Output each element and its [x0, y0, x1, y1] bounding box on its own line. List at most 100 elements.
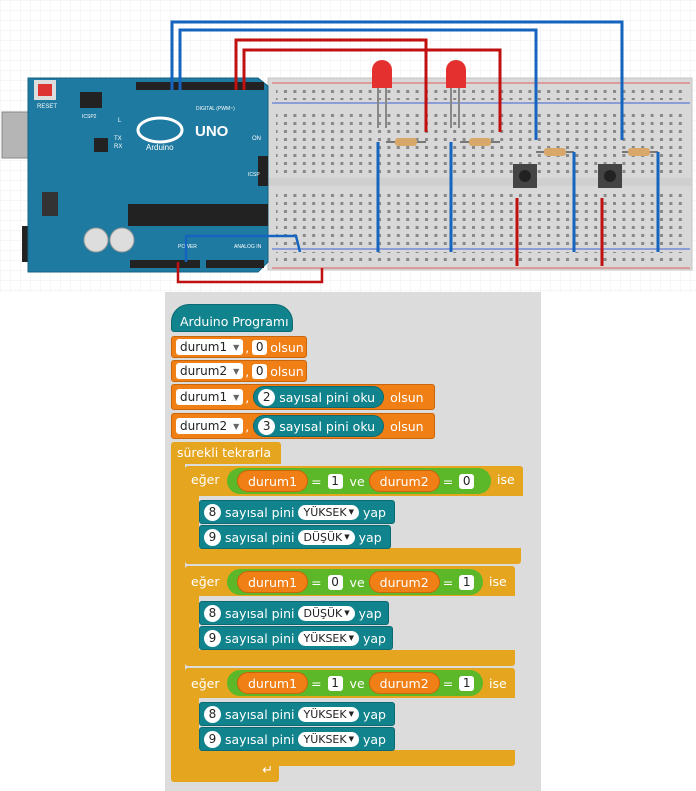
set-variable-block[interactable]: durum1▼ , 2 sayısal pini oku olsun: [171, 384, 435, 410]
variable-reporter[interactable]: durum1: [237, 470, 309, 492]
value-input[interactable]: 0: [252, 363, 268, 379]
model-label: UNO: [195, 123, 229, 140]
pin-input[interactable]: 9: [204, 629, 221, 647]
on-label: ON: [252, 136, 261, 142]
if-block-foot: [185, 750, 515, 766]
set-variable-block[interactable]: durum2▼ , 0 olsun: [171, 360, 307, 382]
breadboard: [267, 77, 693, 271]
if-block-arm: [185, 698, 199, 754]
arduino-logo: [136, 116, 184, 144]
pin-input[interactable]: 8: [204, 705, 221, 723]
rx-label: RX: [114, 144, 122, 150]
value-input[interactable]: 0: [327, 574, 343, 590]
chevron-down-icon: ▼: [344, 609, 350, 617]
value-input[interactable]: 1: [459, 574, 475, 590]
resistor: [460, 138, 500, 146]
digital-write-block[interactable]: 8 sayısal pini YÜKSEK▼ yap: [199, 500, 395, 524]
led-red: [372, 60, 392, 128]
if-label: eğer: [191, 472, 220, 487]
analog-label: ANALOG IN: [234, 244, 262, 250]
forever-loop-label: sürekli tekrarla: [177, 445, 272, 460]
state-dropdown[interactable]: YÜKSEK▼: [298, 504, 359, 520]
tx-label: TX: [114, 136, 122, 142]
pin-input[interactable]: 9: [204, 528, 221, 546]
set-variable-block[interactable]: durum1▼ , 0 olsun: [171, 336, 307, 358]
variable-reporter[interactable]: durum2: [368, 672, 440, 694]
wire-red: [242, 48, 502, 132]
if-label: eğer: [191, 676, 220, 691]
variable-reporter[interactable]: durum1: [237, 571, 309, 593]
variable-reporter[interactable]: durum2: [368, 571, 440, 593]
wire-red: [176, 262, 324, 284]
if-block-arm: [185, 496, 199, 552]
value-input[interactable]: 0: [459, 473, 475, 489]
wire-blue: [178, 28, 538, 140]
variable-dropdown[interactable]: durum1▼: [176, 389, 244, 405]
power-label: POWER: [178, 244, 197, 250]
value-input[interactable]: 0: [252, 339, 268, 355]
forever-loop-block[interactable]: sürekli tekrarla: [171, 442, 281, 464]
resistor: [622, 148, 658, 156]
digital-write-block[interactable]: 8 sayısal pini DÜŞÜK▼ yap: [199, 601, 389, 625]
state-dropdown[interactable]: DÜŞÜK▼: [298, 605, 355, 621]
if-block-foot: [185, 548, 521, 564]
variable-dropdown[interactable]: durum2▼: [176, 363, 244, 379]
set-variable-block[interactable]: durum2▼ , 3 sayısal pini oku olsun: [171, 413, 435, 439]
if-block-foot: [185, 650, 515, 666]
digital-read-block[interactable]: 2 sayısal pini oku: [253, 386, 385, 408]
state-dropdown[interactable]: YÜKSEK▼: [298, 630, 359, 646]
chevron-down-icon: ▼: [344, 533, 350, 541]
block-workspace[interactable]: Arduino Programı durum1▼ , 0 olsun durum…: [165, 292, 541, 791]
program-hat-block[interactable]: Arduino Programı: [171, 304, 293, 332]
variable-dropdown[interactable]: durum2▼: [176, 418, 244, 434]
program-hat-label: Arduino Programı: [180, 313, 289, 329]
then-label: ise: [489, 574, 507, 589]
state-dropdown[interactable]: YÜKSEK▼: [298, 731, 359, 747]
pin-input[interactable]: 8: [204, 604, 221, 622]
wire-blue: [170, 20, 624, 140]
resistor: [386, 138, 426, 146]
chevron-down-icon: ▼: [348, 710, 354, 718]
chevron-down-icon: ▼: [233, 366, 240, 376]
digital-read-block[interactable]: 3 sayısal pini oku: [253, 415, 385, 437]
value-input[interactable]: 1: [327, 675, 343, 691]
forever-loop-foot[interactable]: ↵: [171, 762, 279, 782]
digital-label: DIGITAL (PWM~): [196, 106, 235, 112]
then-label: ise: [489, 676, 507, 691]
forever-loop-arm: [171, 462, 185, 764]
if-block-arm: [185, 596, 199, 652]
brand-label: Arduino: [146, 143, 174, 152]
circuit-diagram: RESET ICSP2 DIGITAL (PWM~) Arduino UNO L…: [0, 0, 696, 292]
value-input[interactable]: 1: [459, 675, 475, 691]
digital-write-block[interactable]: 9 sayısal pini YÜKSEK▼ yap: [199, 626, 393, 650]
wire-red: [234, 38, 428, 132]
l-label: L: [118, 118, 122, 124]
chevron-down-icon: ▼: [348, 634, 354, 642]
and-condition[interactable]: durum1 = 1 ve durum2 = 1: [227, 670, 483, 696]
variable-reporter[interactable]: durum2: [368, 470, 440, 492]
chevron-down-icon: ▼: [233, 421, 240, 431]
reset-label: RESET: [37, 104, 57, 110]
icsp2-label: ICSP2: [82, 114, 97, 120]
digital-write-block[interactable]: 9 sayısal pini DÜŞÜK▼ yap: [199, 525, 391, 549]
resistor: [536, 148, 574, 156]
digital-write-block[interactable]: 8 sayısal pini YÜKSEK▼ yap: [199, 702, 395, 726]
pin-input[interactable]: 8: [204, 503, 221, 521]
pin-input[interactable]: 3: [258, 417, 276, 435]
state-dropdown[interactable]: YÜKSEK▼: [298, 706, 359, 722]
icsp-label: ICSP: [248, 172, 260, 178]
and-condition[interactable]: durum1 = 1 ve durum2 = 0: [227, 468, 491, 494]
variable-dropdown[interactable]: durum1▼: [176, 339, 244, 355]
pin-input[interactable]: 9: [204, 730, 221, 748]
atmega-chip: [128, 204, 268, 226]
digital-write-block[interactable]: 9 sayısal pini YÜKSEK▼ yap: [199, 727, 395, 751]
return-arrow-icon: ↵: [262, 763, 273, 778]
chevron-down-icon: ▼: [348, 508, 354, 516]
value-input[interactable]: 1: [327, 473, 343, 489]
and-condition[interactable]: durum1 = 0 ve durum2 = 1: [227, 569, 483, 595]
chevron-down-icon: ▼: [233, 392, 240, 402]
pin-input[interactable]: 2: [258, 388, 276, 406]
state-dropdown[interactable]: DÜŞÜK▼: [298, 529, 355, 545]
variable-reporter[interactable]: durum1: [237, 672, 309, 694]
led-red: [446, 60, 466, 128]
